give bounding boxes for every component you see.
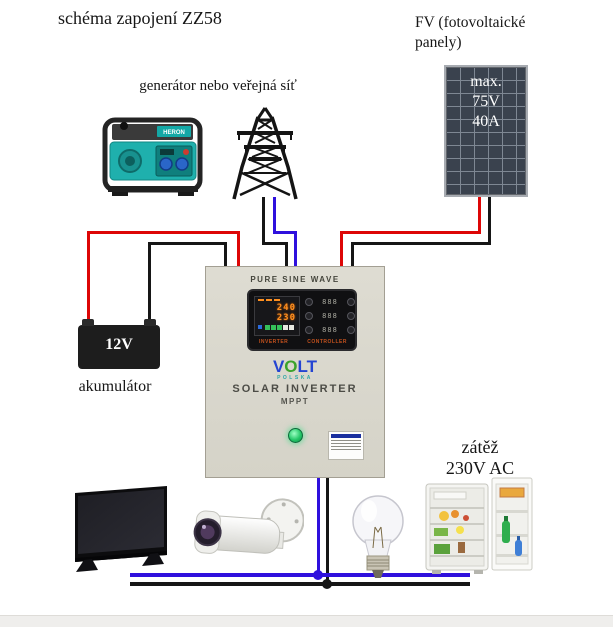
wire-bus-black: [130, 582, 470, 586]
page-title: schéma zapojení ZZ58: [58, 8, 222, 28]
product-subname: MPPT: [280, 397, 310, 406]
wire-pv-black-horizontal: [351, 242, 491, 245]
wire-battery-red-horizontal: [87, 231, 240, 234]
wire-battery-red-vertical: [87, 231, 90, 323]
inverter-unit: PURE SINE WAVE 240 230 888 888: [205, 266, 385, 478]
load-caption: zátěž 230V AC: [405, 437, 555, 479]
inverter-header: PURE SINE WAVE: [250, 275, 340, 284]
spec-sticker: [328, 431, 364, 460]
status-led: [288, 428, 303, 443]
knob-icon: [347, 312, 355, 320]
display-controller-label: CONTROLLER: [307, 339, 347, 345]
battery-voltage-label: 12V: [105, 336, 133, 353]
display-indicator-row: [258, 299, 296, 302]
controller-value-1: 888: [322, 298, 338, 306]
battery-gauge: [258, 325, 296, 330]
pv-caption-line2: panely): [415, 34, 462, 51]
pv-max-label: max.: [470, 73, 502, 90]
junction-blue-dot: [313, 570, 323, 580]
pv-caption-line1: FV (fotovoltaické: [415, 14, 526, 31]
wire-grid-black-drop: [285, 242, 288, 268]
display-controller-section: 888 888 888: [305, 296, 355, 336]
pv-caption: FV (fotovoltaické panely): [415, 13, 575, 53]
wire-battery-black-vertical: [148, 242, 151, 324]
display-value-top: 240: [276, 303, 296, 313]
pv-current-label: 40A: [472, 113, 500, 130]
brand-letter-v: V: [272, 357, 285, 376]
battery-positive-terminal: [82, 319, 94, 326]
knob-icon: [347, 326, 355, 334]
display-inverter-section: 240 230: [254, 296, 300, 336]
wire-pv-red-horizontal: [340, 231, 481, 234]
controller-value-2: 888: [322, 312, 338, 320]
wire-battery-black-drop: [224, 242, 227, 268]
brand-sublabel: POLSKA: [277, 375, 313, 381]
controller-row: 888: [305, 312, 355, 320]
solar-panel-image: max. 75V 40A: [444, 65, 528, 197]
wire-pv-black-drop: [351, 242, 354, 268]
wire-grid-blue-vertical: [273, 197, 276, 234]
generator-caption: generátor nebo veřejná síť: [139, 78, 297, 94]
wire-bus-blue: [130, 573, 470, 577]
brand-letters-lt: LT: [297, 357, 318, 376]
controller-row: 888: [305, 326, 355, 334]
bottom-edge-strip: [0, 615, 613, 627]
generator-image: HERON: [102, 117, 203, 196]
brand-logo: VOLT: [206, 357, 384, 376]
wire-grid-blue-horizontal: [273, 231, 297, 234]
knob-icon: [305, 326, 313, 334]
battery-caption: akumulátor: [78, 378, 152, 395]
battery-image: 12V: [78, 319, 160, 369]
wire-pv-red-vertical: [478, 196, 481, 234]
wire-grid-blue-drop: [294, 231, 297, 268]
junction-black-dot: [322, 579, 332, 589]
battery-negative-terminal: [144, 319, 156, 326]
load-caption-line2: 230V AC: [445, 458, 515, 478]
controller-row: 888: [305, 298, 355, 306]
display-value-bottom: 230: [276, 313, 296, 323]
wire-battery-black-horizontal: [148, 242, 227, 245]
wire-pv-red-drop: [340, 231, 343, 268]
display-inverter-label: INVERTER: [259, 339, 289, 345]
light-bulb-image: [352, 495, 404, 578]
wire-pv-black-vertical: [488, 196, 491, 245]
product-name: SOLAR INVERTER: [232, 383, 358, 395]
knob-icon: [347, 298, 355, 306]
wire-output-black-vertical: [326, 478, 329, 586]
knob-icon: [305, 298, 313, 306]
load-caption-line1: zátěž: [461, 437, 499, 457]
fridge-image: [425, 477, 533, 574]
wire-grid-black-horizontal: [262, 242, 288, 245]
knob-icon: [305, 312, 313, 320]
generator-brand-label: HERON: [163, 130, 185, 136]
pv-voltage-label: 75V: [472, 93, 500, 110]
wire-grid-black-vertical: [262, 197, 265, 245]
tv-image: [75, 486, 167, 572]
controller-value-3: 888: [322, 326, 338, 334]
wire-battery-red-drop: [237, 231, 240, 268]
power-tower-image: [232, 107, 298, 200]
brand-letter-o: O: [284, 357, 298, 376]
camera-image: [193, 498, 304, 554]
inverter-display: 240 230 888 888 888: [247, 289, 357, 351]
wire-output-blue-vertical: [317, 478, 320, 577]
